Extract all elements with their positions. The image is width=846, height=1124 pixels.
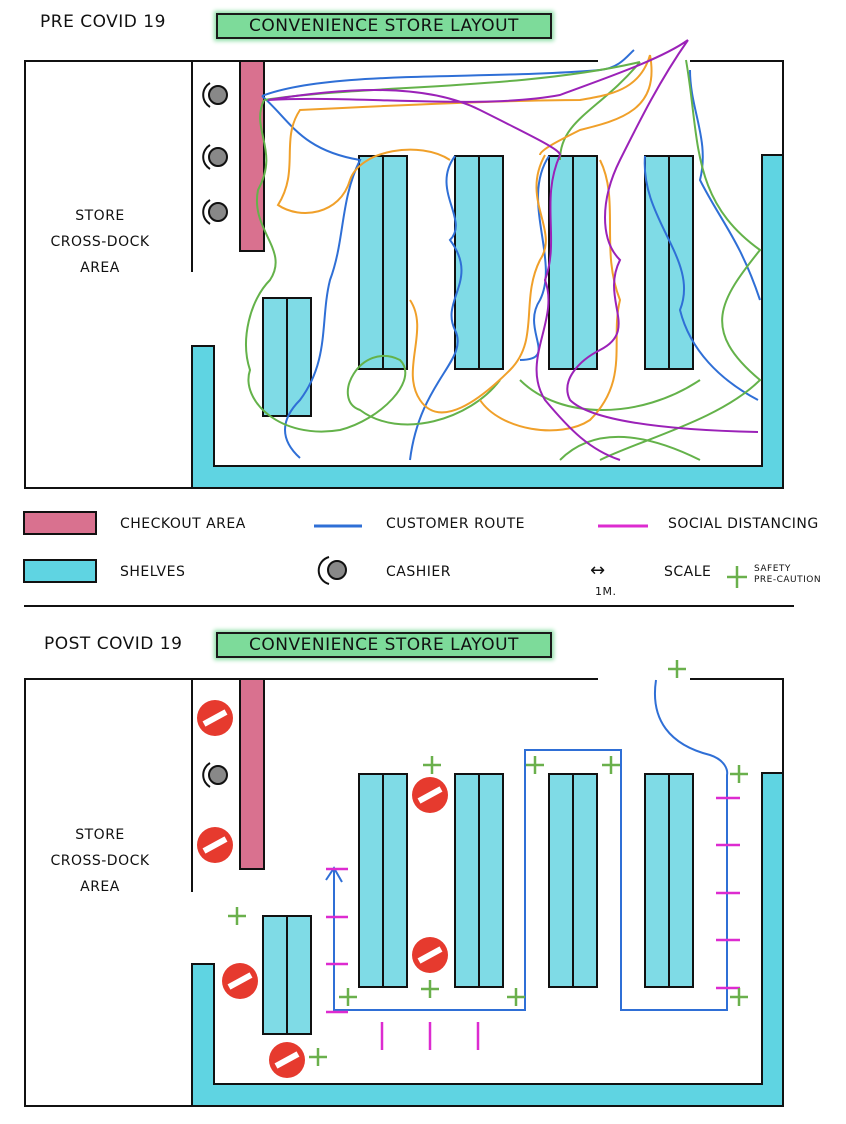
shelf <box>358 155 408 370</box>
pre-customer-routes <box>245 39 762 461</box>
shelf <box>548 773 598 988</box>
shelf <box>644 773 694 988</box>
legend-scale-unit: 1m. <box>595 585 617 598</box>
safety-icon <box>668 660 686 678</box>
legend-safety-label: Safety Pre-caution <box>754 564 821 586</box>
label-line: Store <box>75 827 125 843</box>
post-shelves <box>262 773 694 1035</box>
post-social-distancing-marks <box>326 796 740 1050</box>
no-entry-icon <box>222 963 258 999</box>
post-cashier-icon <box>202 762 228 788</box>
label-line: Area <box>80 260 120 276</box>
post-covid-label: Post Covid 19 <box>44 634 183 654</box>
route-green <box>245 59 762 461</box>
no-entry-icon <box>412 937 448 973</box>
cashier-icon <box>202 144 228 170</box>
label-line: Safety <box>754 564 791 574</box>
shelf <box>454 773 504 988</box>
legend-checkout-label: Checkout Area <box>120 516 246 532</box>
safety-icon <box>526 756 544 774</box>
route-purple <box>267 39 759 461</box>
legend-cashier-label: Cashier <box>386 564 451 580</box>
shelf <box>262 297 312 417</box>
no-entry-icon <box>197 700 233 736</box>
label-line: Cross-Dock <box>50 853 150 869</box>
label-line: Store <box>75 208 125 224</box>
shelf <box>644 155 694 370</box>
legend-safety-icon <box>727 566 747 588</box>
safety-icon <box>423 756 441 774</box>
shelf <box>262 915 312 1035</box>
label-line: Pre-caution <box>754 575 822 585</box>
no-entry-icon <box>197 827 233 863</box>
safety-icon <box>507 988 525 1006</box>
legend-scale-icon: ↔ <box>590 560 606 581</box>
safety-icon <box>228 907 246 925</box>
safety-icon <box>730 765 748 783</box>
post-checkout-counter <box>239 678 265 870</box>
legend-shelves-label: Shelves <box>120 564 186 580</box>
pre-cross-dock-label: Store Cross-Dock Area <box>40 203 160 281</box>
label-line: Cross-Dock <box>50 234 150 250</box>
post-covid-title: Convenience Store Layout <box>216 632 552 658</box>
legend-cashier-icon <box>317 556 347 585</box>
legend-checkout-swatch <box>23 511 97 535</box>
safety-icon <box>309 1048 327 1066</box>
label-line: Area <box>80 879 120 895</box>
post-safety-markers <box>228 660 748 1066</box>
shelf <box>454 155 504 370</box>
route-orange <box>276 54 653 432</box>
safety-icon <box>421 980 439 998</box>
safety-icon <box>602 756 620 774</box>
no-entry-icon <box>412 777 448 813</box>
legend-route-label: Customer Route <box>386 516 525 532</box>
shelf <box>548 155 598 370</box>
no-entry-icon <box>269 1042 305 1078</box>
post-closed-markers <box>197 700 448 1078</box>
pre-cashiers <box>202 82 228 225</box>
pre-shelves <box>262 155 694 417</box>
pre-wall-shelf <box>191 154 784 489</box>
pre-covid-title: Convenience Store Layout <box>216 13 552 39</box>
section-divider <box>24 605 794 607</box>
pre-covid-label: Pre Covid 19 <box>40 12 166 32</box>
legend-scale-label: Scale <box>664 564 712 580</box>
post-wall-shelf <box>191 772 784 1107</box>
legend-shelves-swatch <box>23 559 97 583</box>
cashier-icon <box>202 82 228 108</box>
safety-icon <box>730 988 748 1006</box>
route-blue <box>261 49 761 461</box>
post-cross-dock-label: Store Cross-Dock Area <box>40 822 160 900</box>
cashier-icon <box>202 199 228 225</box>
legend-social-label: Social Distancing <box>668 516 819 532</box>
shelf <box>358 773 408 988</box>
safety-icon <box>339 988 357 1006</box>
